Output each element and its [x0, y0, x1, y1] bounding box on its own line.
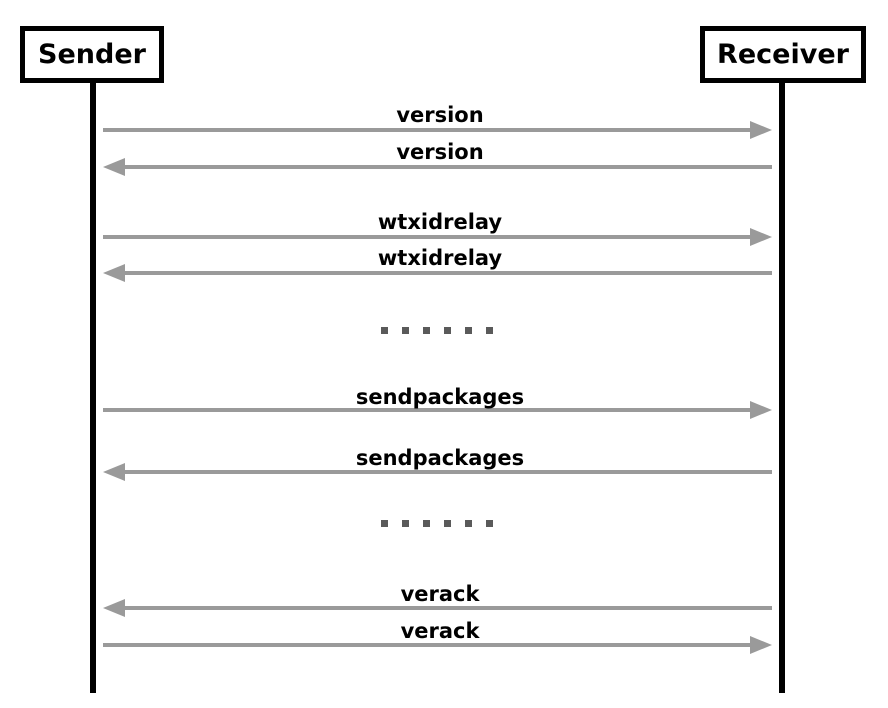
message-line	[123, 606, 772, 610]
arrowhead-right-icon	[750, 636, 772, 654]
ellipsis-dot	[486, 327, 493, 334]
participant-label-sender: Sender	[38, 39, 146, 70]
ellipsis-row-1	[381, 520, 493, 527]
message-line	[103, 235, 752, 239]
message-line	[103, 408, 752, 412]
ellipsis-dot	[402, 327, 409, 334]
ellipsis-dot	[486, 520, 493, 527]
arrowhead-left-icon	[103, 158, 125, 176]
participant-label-receiver: Receiver	[717, 39, 849, 70]
arrowhead-left-icon	[103, 463, 125, 481]
message-label: wtxidrelay	[377, 246, 503, 270]
ellipsis-dot	[444, 520, 451, 527]
ellipsis-dot	[381, 327, 388, 334]
arrowhead-right-icon	[750, 121, 772, 139]
ellipsis-dot	[402, 520, 409, 527]
message-label: verack	[400, 619, 480, 643]
message-line	[123, 470, 772, 474]
ellipsis-row-0	[381, 327, 493, 334]
arrowhead-right-icon	[750, 228, 772, 246]
ellipsis-dot	[465, 327, 472, 334]
arrowhead-left-icon	[103, 599, 125, 617]
message-label: version	[396, 140, 484, 164]
message-line	[103, 643, 752, 647]
participant-sender[interactable]: Sender	[20, 26, 164, 83]
ellipsis-dot	[423, 327, 430, 334]
ellipsis-dot	[465, 520, 472, 527]
message-label: wtxidrelay	[377, 210, 503, 234]
ellipsis-dot	[423, 520, 430, 527]
lifeline-sender	[90, 83, 96, 693]
arrowhead-left-icon	[103, 264, 125, 282]
arrowhead-right-icon	[750, 401, 772, 419]
message-line	[123, 271, 772, 275]
ellipsis-dot	[381, 520, 388, 527]
message-label: sendpackages	[355, 385, 525, 409]
lifeline-receiver	[779, 83, 785, 693]
message-line	[123, 165, 772, 169]
message-label: version	[396, 103, 484, 127]
message-label: verack	[400, 582, 480, 606]
message-line	[103, 128, 752, 132]
ellipsis-dot	[444, 327, 451, 334]
message-label: sendpackages	[355, 446, 525, 470]
participant-receiver[interactable]: Receiver	[700, 26, 866, 83]
